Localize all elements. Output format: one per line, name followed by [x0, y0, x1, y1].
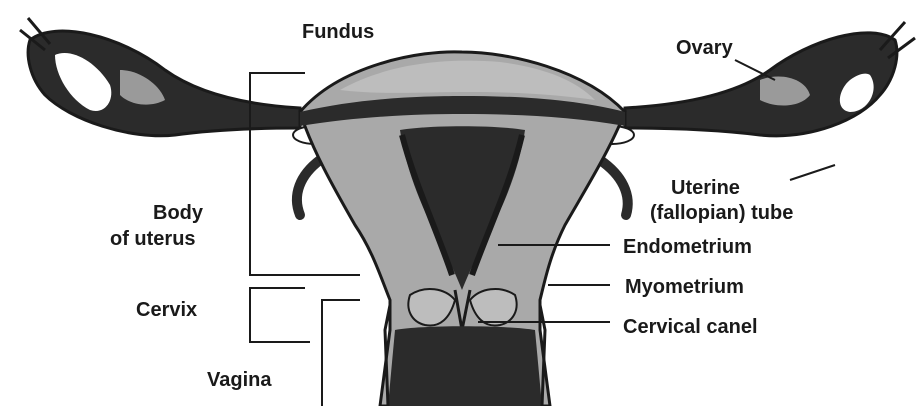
- label-myometrium: Myometrium: [625, 276, 744, 298]
- label-uterine-line1: Uterine: [671, 177, 740, 199]
- vagina-region: [388, 326, 542, 406]
- label-body-line2: of uterus: [110, 228, 196, 250]
- label-endometrium: Endometrium: [623, 236, 752, 258]
- label-cervix: Cervix: [136, 299, 197, 321]
- label-fundus: Fundus: [302, 21, 374, 43]
- label-body-line1: Body: [153, 202, 204, 224]
- label-uterine-line2: (fallopian) tube: [650, 202, 793, 224]
- label-ovary: Ovary: [676, 37, 734, 59]
- label-cervical-canal: Cervical canel: [623, 316, 758, 338]
- label-vagina: Vagina: [207, 369, 272, 391]
